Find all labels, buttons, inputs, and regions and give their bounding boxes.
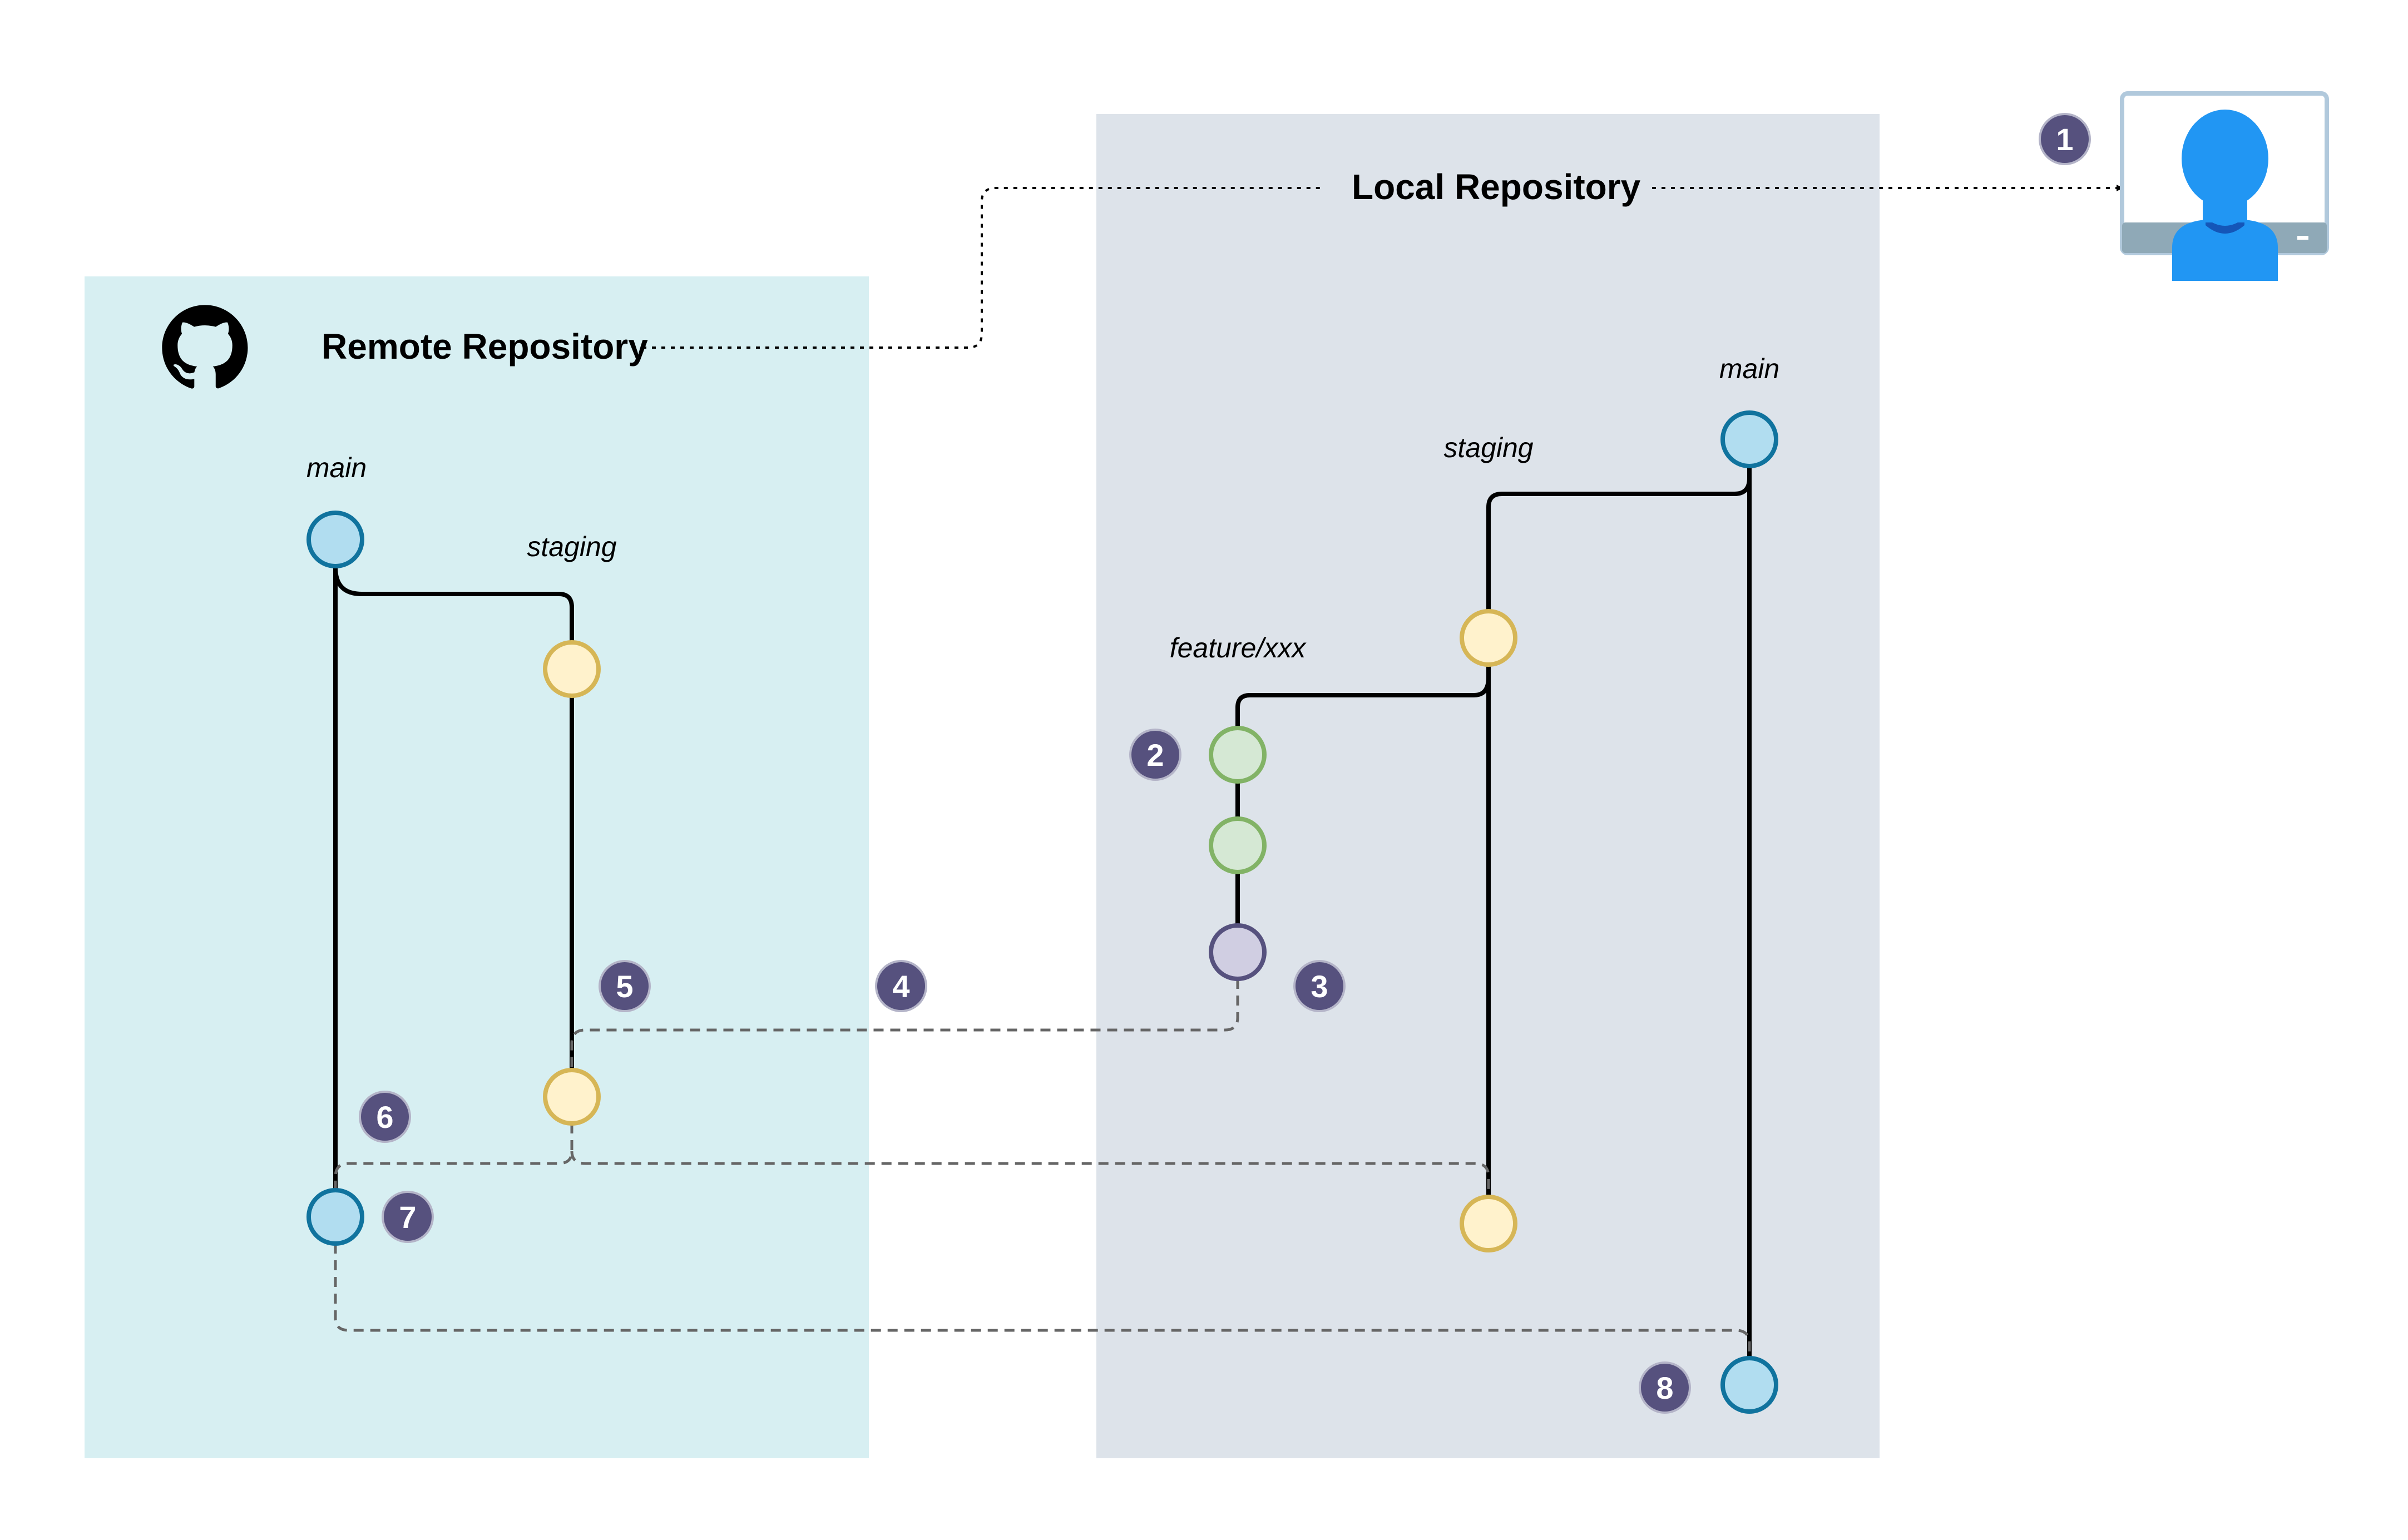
svg-text:4: 4	[892, 969, 909, 1004]
remote-staging-commit[interactable]	[543, 1068, 601, 1126]
local-main-commit[interactable]	[1720, 1356, 1778, 1414]
svg-text:1: 1	[2056, 122, 2073, 157]
local-feature-commit[interactable]	[1209, 816, 1267, 874]
step-badge-2: 2	[1129, 729, 1181, 781]
local-main-label: main	[1719, 353, 1779, 384]
user-monitor-icon	[2120, 91, 2329, 281]
remote-to-local-connector	[642, 187, 1324, 349]
svg-text:5: 5	[616, 969, 633, 1004]
remote-staging-branch-line	[333, 567, 574, 1097]
remote-main-to-local-main-link	[334, 1244, 1751, 1357]
svg-text:8: 8	[1656, 1370, 1673, 1405]
step-badge-8: 8	[1639, 1361, 1691, 1414]
svg-text:7: 7	[399, 1200, 416, 1235]
remote-main-commit[interactable]	[306, 511, 364, 568]
remote-main-label: main	[306, 452, 367, 483]
local-feature-branch-line	[1235, 677, 1491, 952]
step-badge-4: 4	[875, 960, 927, 1012]
local-repository-title: Local Repository	[1352, 167, 1641, 207]
step-badge-5: 5	[599, 960, 651, 1012]
svg-text:6: 6	[376, 1100, 393, 1135]
local-staging-commit[interactable]	[1460, 609, 1517, 667]
remote-repository-title: Remote Repository	[322, 326, 648, 367]
local-feature-label: feature/xxx	[1170, 632, 1307, 663]
remote-staging-commit[interactable]	[543, 640, 601, 698]
step-badge-3: 3	[1293, 960, 1346, 1012]
remote-main-commit[interactable]	[306, 1188, 364, 1246]
remote-staging-to-local-staging-link	[570, 1151, 1490, 1196]
step-badge-6: 6	[359, 1091, 411, 1143]
local-staging-label: staging	[1443, 432, 1533, 463]
svg-text:2: 2	[1146, 737, 1164, 773]
step-badge-7: 7	[382, 1191, 434, 1243]
local-staging-commit[interactable]	[1460, 1195, 1517, 1252]
step-badge-1: 1	[2039, 113, 2091, 165]
local-feature-merge-commit[interactable]	[1209, 923, 1267, 981]
local-staging-branch-line	[1486, 478, 1752, 1224]
remote-staging-label: staging	[527, 531, 616, 562]
github-icon	[162, 305, 248, 389]
local-main-commit[interactable]	[1720, 410, 1778, 468]
remote-staging-to-main-link	[334, 1123, 573, 1190]
remote-repository-panel	[85, 276, 869, 1458]
svg-text:3: 3	[1311, 969, 1328, 1004]
local-feature-commit[interactable]	[1209, 726, 1267, 784]
